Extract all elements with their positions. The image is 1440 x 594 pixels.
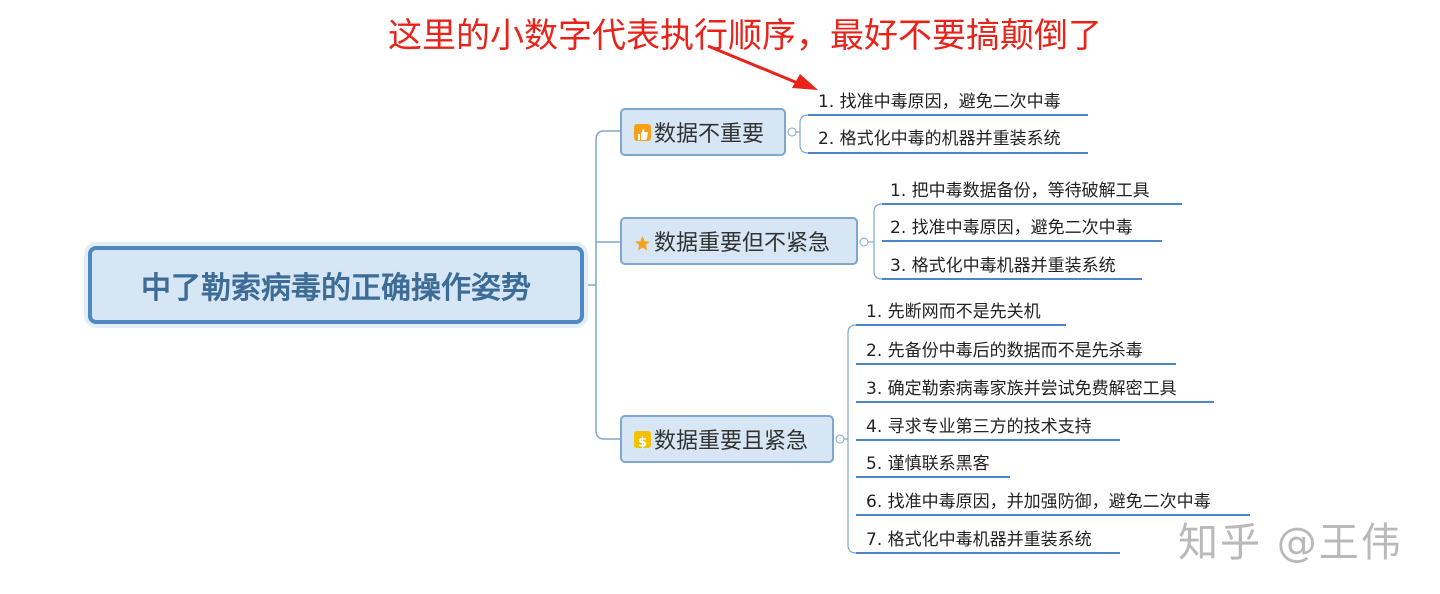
leaf-item[interactable]: 6. 找准中毒原因，并加强防御，避免二次中毒 <box>866 492 1211 512</box>
branch-data-important-urgent[interactable]: $ 数据重要且紧急 <box>620 415 834 463</box>
dollar-icon: $ <box>634 430 651 450</box>
leaf-item[interactable]: 7. 格式化中毒机器并重装系统 <box>866 530 1092 550</box>
root-node[interactable]: 中了勒索病毒的正确操作姿势 <box>88 246 584 324</box>
branch-label: 数据重要且紧急 <box>654 429 809 454</box>
leaf-item[interactable]: 1. 把中毒数据备份，等待破解工具 <box>890 181 1150 201</box>
annotation-arrow <box>707 44 801 86</box>
arrow-head-icon <box>792 74 818 90</box>
root-label: 中了勒索病毒的正确操作姿势 <box>141 271 531 306</box>
leaf-item[interactable]: 2. 先备份中毒后的数据而不是先杀毒 <box>866 341 1143 361</box>
branch-data-important-not-urgent[interactable]: 数据重要但不紧急 <box>620 217 858 265</box>
leaf-item[interactable]: 1. 先断网而不是先关机 <box>866 302 1041 322</box>
star-icon <box>634 233 651 250</box>
leaf-item[interactable]: 4. 寻求专业第三方的技术支持 <box>866 417 1092 437</box>
leaf-item[interactable]: 1. 找准中毒原因，避免二次中毒 <box>818 92 1061 112</box>
leaf-item[interactable]: 3. 确定勒索病毒家族并尝试免费解密工具 <box>866 379 1177 399</box>
svg-text:$: $ <box>638 435 647 450</box>
annotation-text: 这里的小数字代表执行顺序，最好不要搞颠倒了 <box>388 16 1102 56</box>
branch-data-unimportant[interactable]: 数据不重要 <box>620 108 786 156</box>
leaf-item[interactable]: 3. 格式化中毒机器并重装系统 <box>890 256 1116 276</box>
leaf-item[interactable]: 5. 谨慎联系黑客 <box>866 454 990 474</box>
leaf-item[interactable]: 2. 找准中毒原因，避免二次中毒 <box>890 218 1133 238</box>
branch-label: 数据重要但不紧急 <box>654 231 831 256</box>
branch-label: 数据不重要 <box>654 122 765 147</box>
thumbs-up-icon <box>634 123 651 141</box>
watermark: 知乎 @王伟 <box>1178 520 1403 566</box>
leaf-item[interactable]: 2. 格式化中毒的机器并重装系统 <box>818 129 1061 149</box>
